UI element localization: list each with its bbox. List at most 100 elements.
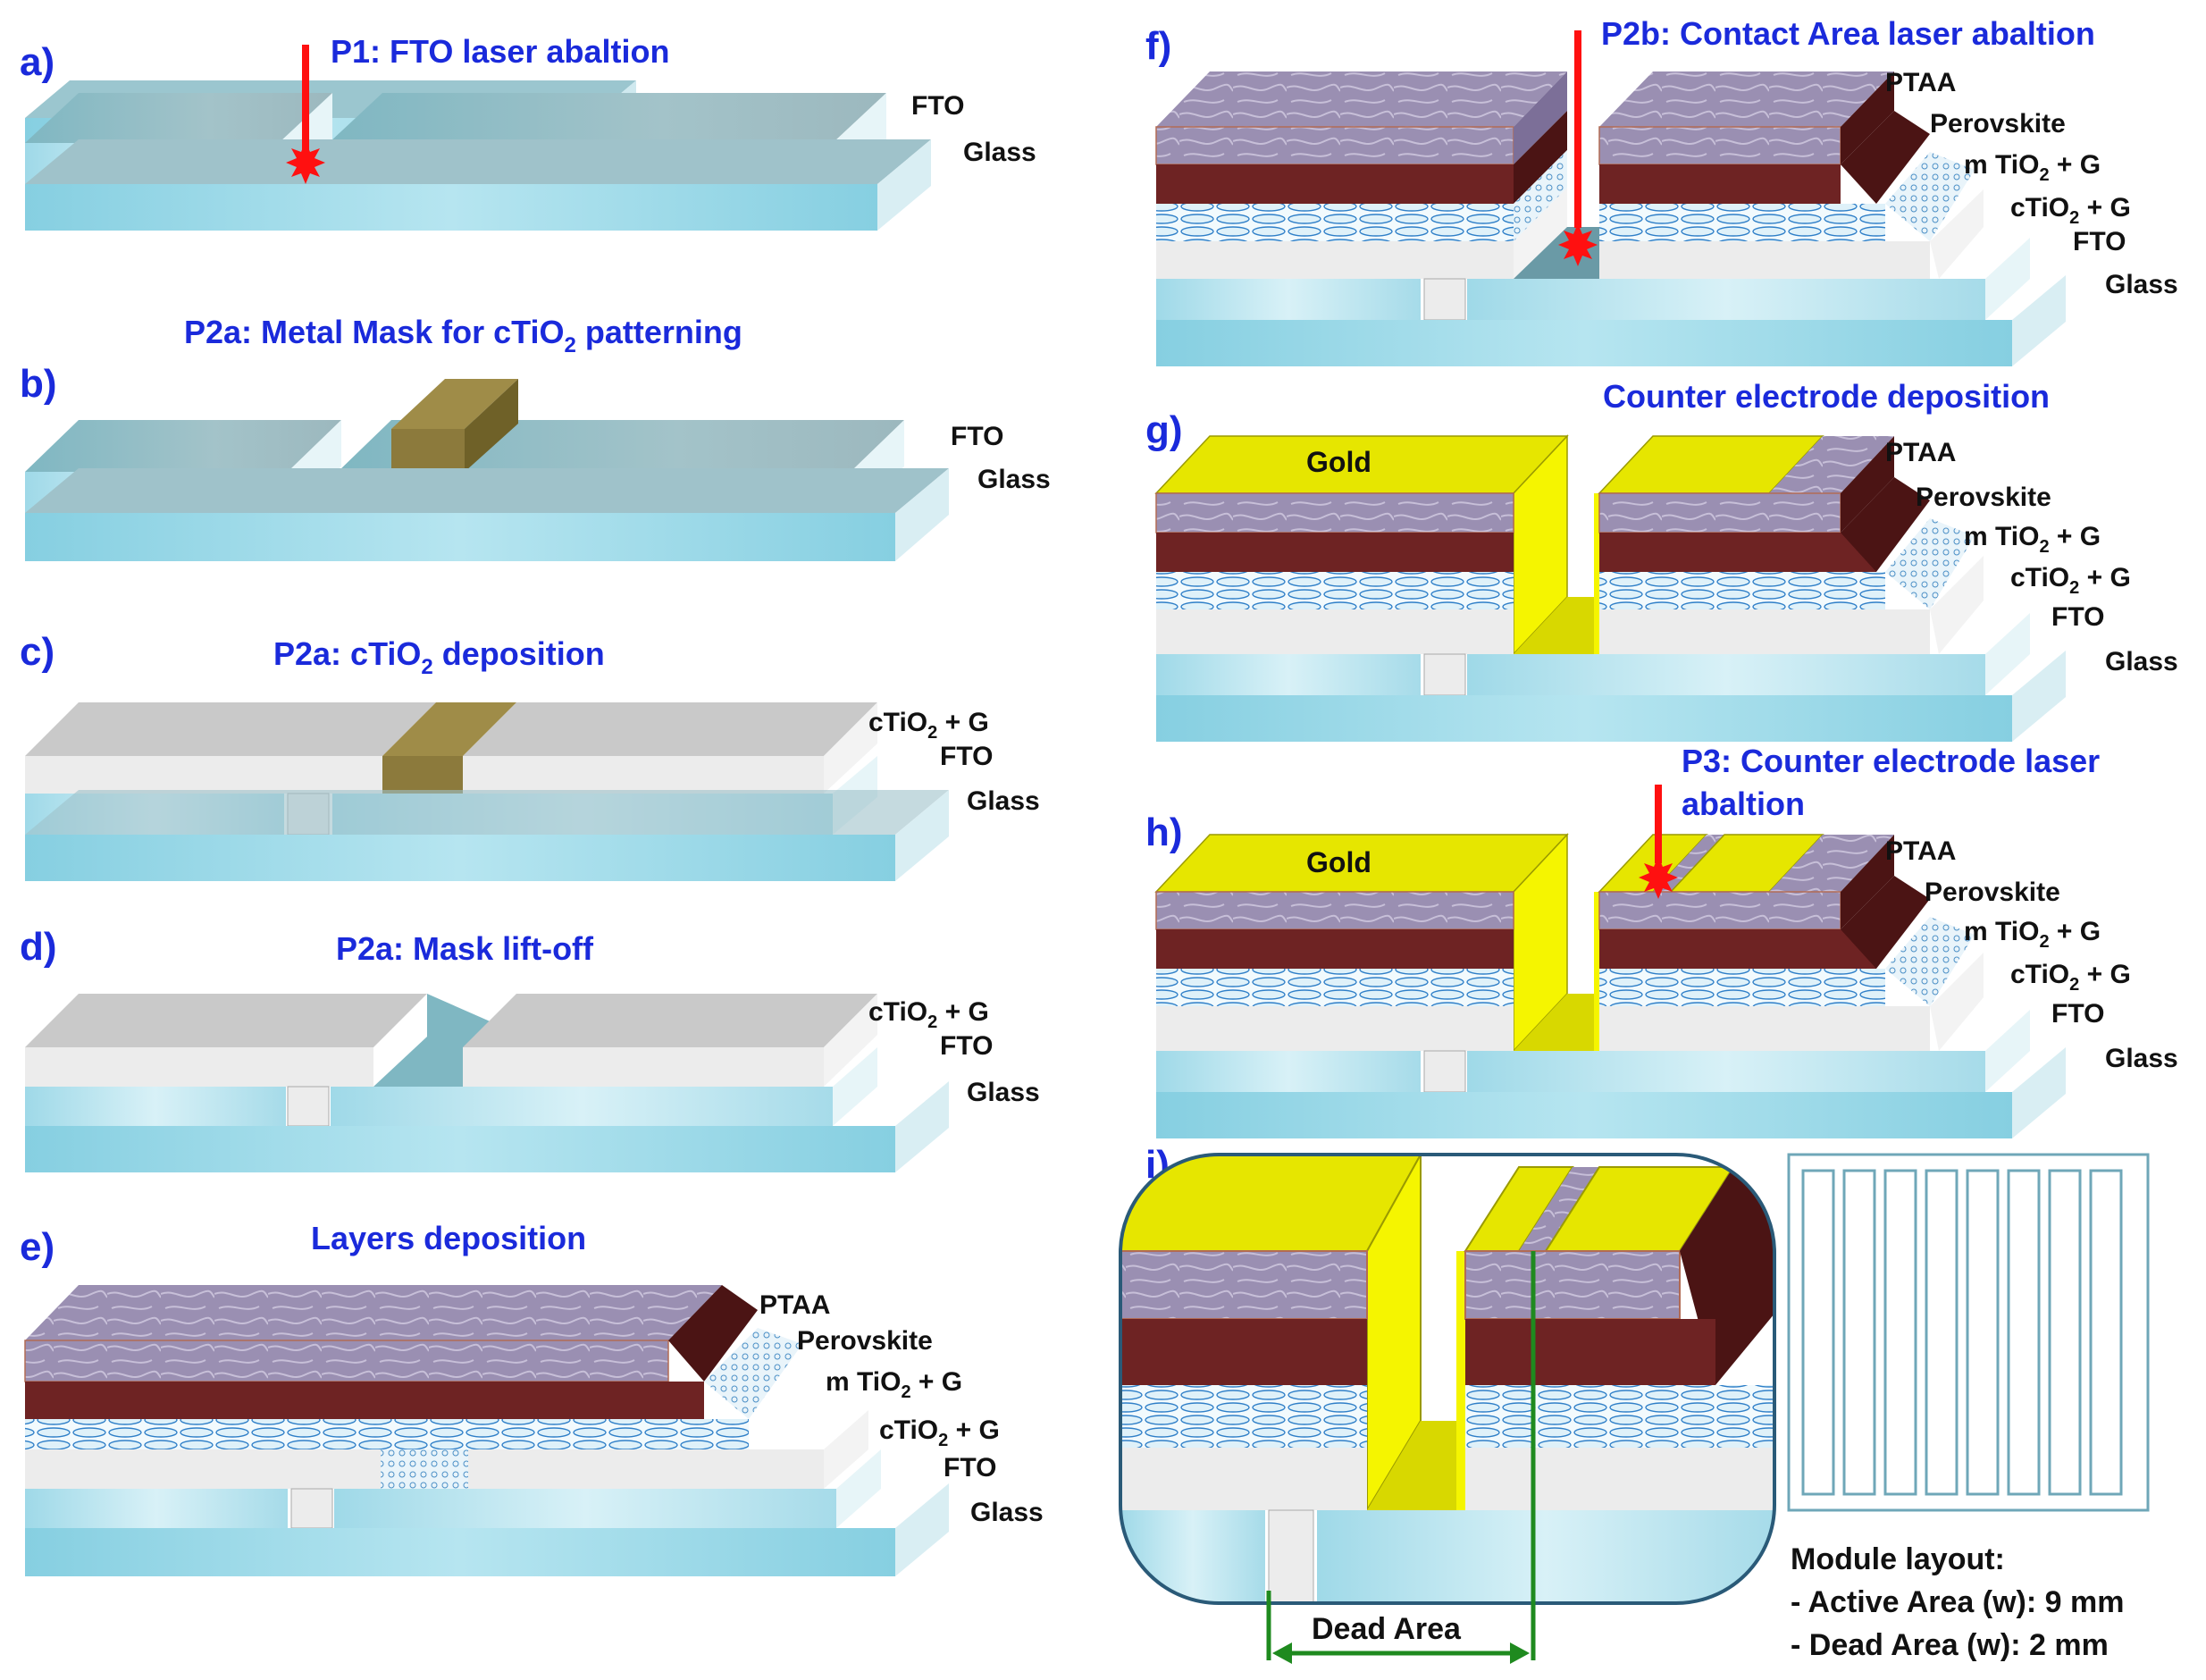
ctio2-left-top [25, 994, 427, 1047]
module-cell-strip [1966, 1169, 2000, 1496]
glass-base-side [2012, 1047, 2066, 1138]
panel-f-fto-label: FTO [2073, 227, 2126, 256]
panel-g-glass-label: Glass [2105, 647, 2178, 676]
panel-h-perovskite-label: Perovskite [1925, 878, 2060, 907]
gold-trench-bottom [1514, 994, 1599, 1051]
mtio2-right-front [1599, 204, 1885, 241]
panel-g: Counter electrode deposition g) Gold PTA… [1145, 378, 2178, 742]
panel-i: i) [1119, 1143, 1776, 1664]
glass-base-side [895, 1081, 949, 1172]
panel-d-title: P2a: Mask lift-off [336, 930, 594, 967]
dead-area-label: Dead Area [1312, 1612, 1462, 1646]
mtio2-fill [381, 1449, 468, 1489]
module-active-area: - Active Area (w): 9 mm [1791, 1585, 2124, 1619]
ptaa-right-top [1769, 436, 1894, 493]
panel-g-mtio2-label: m TiO2 + G [1964, 522, 2101, 557]
glass-base-side [877, 139, 931, 231]
mtio2-left-front [1156, 969, 1514, 1006]
perovskite-right-front [1465, 1319, 1715, 1385]
fto-right-front [1467, 1051, 1985, 1092]
panel-e-title: Layers deposition [311, 1220, 586, 1256]
ptaa-right-top [1769, 835, 1894, 892]
perovskite-right-step [1841, 477, 1930, 572]
fto-right-front [334, 1489, 836, 1528]
p1-gap [290, 1488, 333, 1529]
panel-f: f) P2b: Contact Area laser abaltion PTAA… [1145, 15, 2178, 366]
panel-g-fto-label: FTO [2051, 602, 2104, 632]
ctio2-left-front [25, 756, 382, 794]
perovskite-left-front [1156, 533, 1514, 572]
metal-mask-front [382, 756, 463, 794]
panel-h-gold-label: Gold [1306, 846, 1371, 878]
fto-left-front [1120, 1510, 1265, 1603]
ctio2-right-front [1599, 1006, 1930, 1051]
ctio2-right-top [463, 994, 877, 1047]
panel-c-title: P2a: cTiO2 deposition [273, 635, 605, 679]
ctio2-right-front [468, 1449, 824, 1489]
glass-base-front [25, 184, 877, 231]
glass-base-front [25, 835, 895, 881]
module-cells [1801, 1169, 2123, 1496]
module-cell-strip [1925, 1169, 1959, 1496]
laser-spot-icon [1639, 856, 1678, 899]
panel-a-title: P1: FTO laser abaltion [331, 33, 669, 70]
ctio2-left-front [1156, 1006, 1514, 1051]
panel-f-mtio2-label: m TiO2 + G [1964, 150, 2101, 185]
glass-base-side [895, 790, 949, 881]
ptaa-right-front [1598, 126, 1841, 165]
ptaa-left-front [1155, 891, 1514, 930]
ctio2-left-front [25, 1449, 381, 1489]
ptaa-left-top [1156, 71, 1567, 127]
ctio2-right-front [463, 1047, 824, 1087]
mtio2-front [25, 1419, 749, 1449]
perovskite-right-side [1841, 436, 1894, 533]
fto-left-front [1156, 654, 1421, 695]
fto-side [833, 1047, 877, 1126]
panel-b-fto-label: FTO [951, 422, 1003, 451]
glass-base-top [25, 790, 949, 835]
ctio2-left-front [1156, 609, 1514, 654]
panel-b-title: P2a: Metal Mask for cTiO2 patterning [184, 314, 742, 357]
perovskite-right-side [1841, 835, 1894, 929]
laser-spot-icon [1558, 223, 1598, 266]
panel-b: P2a: Metal Mask for cTiO2 patterning b) … [20, 314, 1051, 561]
ctio2-left-side [1514, 188, 1567, 279]
panel-d-glass-label: Glass [967, 1078, 1040, 1107]
panel-c: P2a: cTiO2 deposition c) cTiO2 + G FTO G… [20, 630, 1040, 881]
panel-g-letter: g) [1145, 408, 1183, 452]
ptaa-left-front [1120, 1250, 1368, 1320]
panel-d-fto-label: FTO [940, 1031, 993, 1061]
panel-g-ctio2-label: cTiO2 + G [2010, 563, 2131, 598]
fto-left-front [25, 1489, 288, 1528]
module-cell-strip [1842, 1169, 1876, 1496]
perovskite-right-front [1599, 929, 1876, 969]
module-cell-strip [2007, 1169, 2041, 1496]
fto-left-top [25, 420, 341, 472]
mtio2-left-front [1156, 204, 1514, 241]
perovskite-left-front [1156, 164, 1514, 204]
panel-c-glass-label: Glass [967, 786, 1040, 816]
ptaa-right-front [1598, 492, 1841, 533]
mtio2-right-front [1599, 969, 1885, 1006]
gold-trench-bottom [1367, 1421, 1465, 1510]
mtio2-left-side [1514, 150, 1567, 241]
panel-e-fto-label: FTO [944, 1453, 996, 1483]
fto-right-front [1317, 1510, 1774, 1603]
fto-side [1985, 238, 2030, 320]
module-layout-title: Module layout: [1791, 1542, 2005, 1576]
gold-right-wall [1594, 892, 1599, 1051]
panel-g-title: Counter electrode deposition [1603, 378, 2050, 415]
panel-h-fto-label: FTO [2051, 999, 2104, 1029]
mtio2-left-front [1120, 1385, 1367, 1448]
dead-area-arrowhead-left [1272, 1642, 1292, 1664]
panel-h-ctio2-label: cTiO2 + G [2010, 960, 2131, 995]
ptaa-top [25, 1285, 722, 1340]
ctio2-right-front [1599, 609, 1930, 654]
fto-side [836, 1449, 881, 1528]
panel-d: P2a: Mask lift-off d) cTiO2 + G FTO Glas… [20, 925, 1040, 1172]
panel-d-letter: d) [20, 925, 57, 969]
perovskite-right-front [1599, 164, 1841, 204]
laser-spot-icon [286, 141, 325, 184]
panel-e-ctio2-label: cTiO2 + G [879, 1415, 1000, 1450]
panel-h-title-line2: abaltion [1682, 785, 1805, 822]
